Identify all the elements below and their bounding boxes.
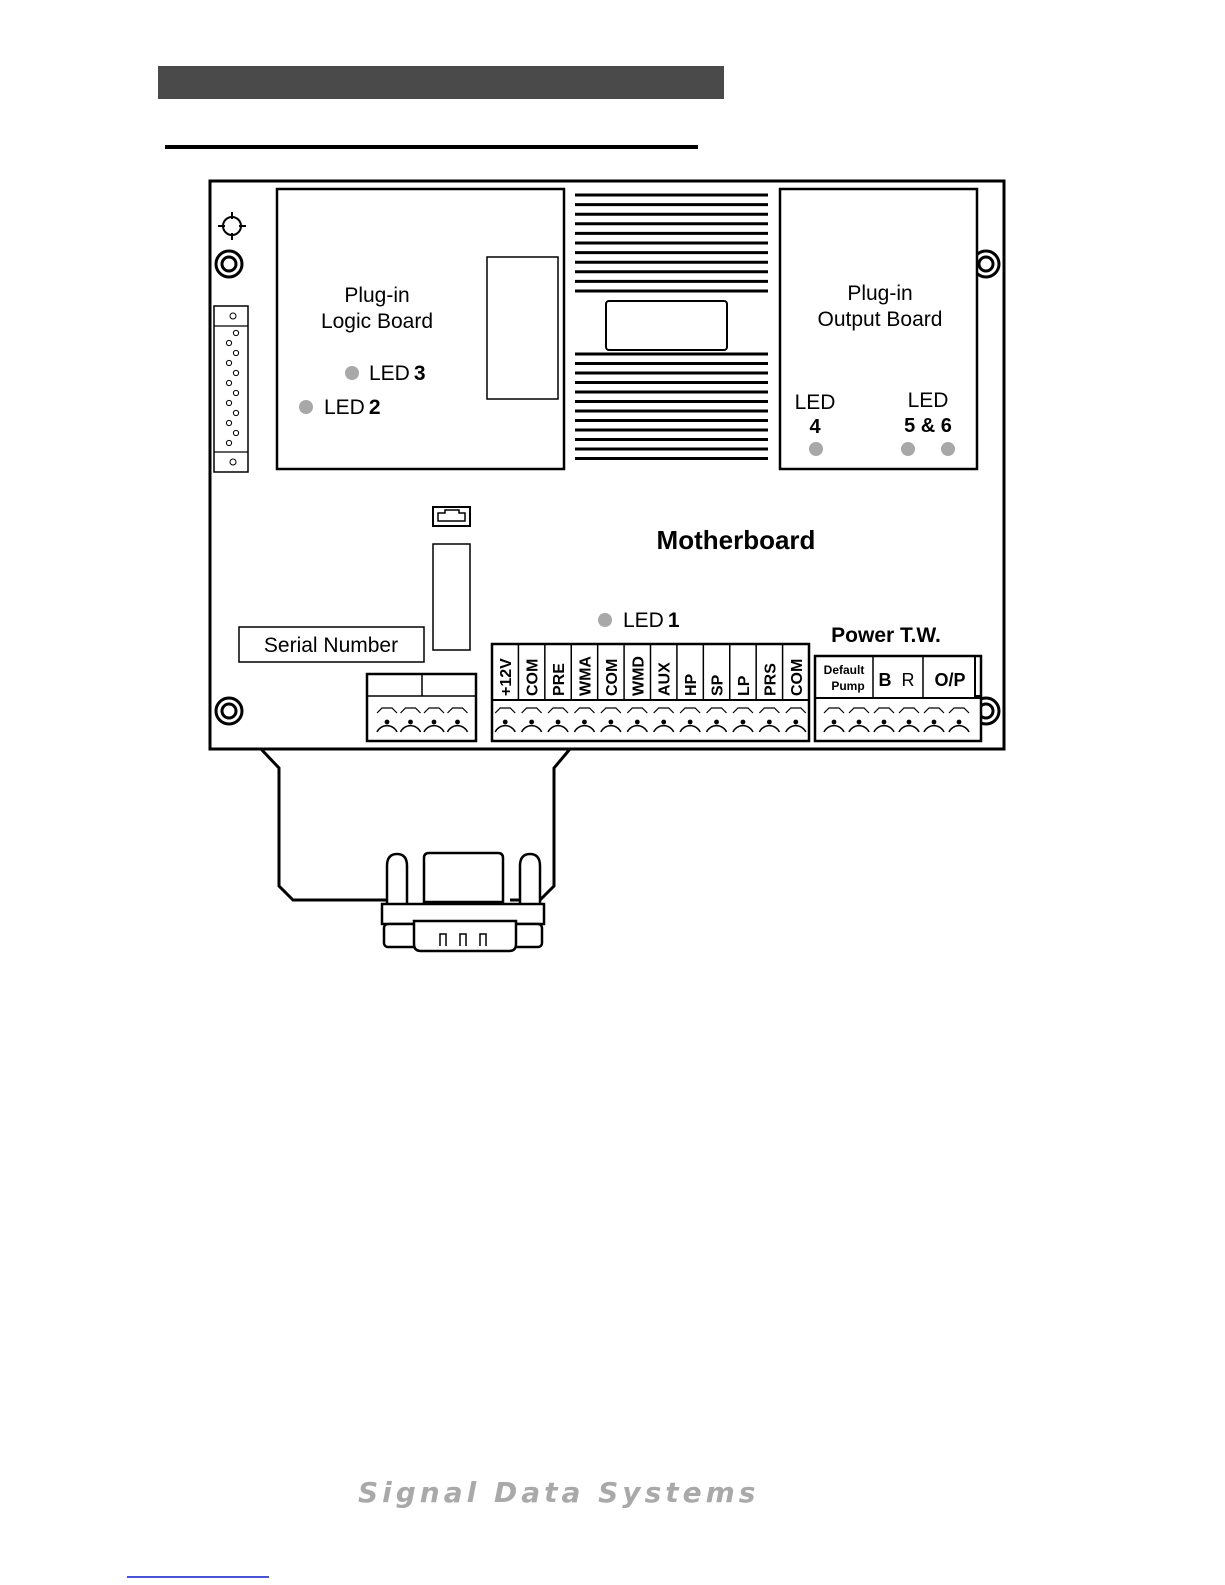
- terminal-pin: [608, 720, 613, 725]
- terminal-label-12v: +12V: [498, 658, 515, 696]
- output-board-label-line1: Plug-in: [847, 282, 912, 305]
- terminal-label-aux: AUX: [657, 662, 674, 696]
- terminal-pin: [741, 720, 746, 725]
- logic-board-label-line2: Logic Board: [321, 310, 433, 333]
- terminal-label-com: COM: [789, 659, 806, 696]
- terminal-pin: [688, 720, 693, 725]
- output-board-label-line2: Output Board: [818, 308, 943, 331]
- serial-cable: [261, 749, 387, 900]
- terminal-label-sp: SP: [710, 674, 727, 696]
- led-3-indicator: [345, 366, 359, 380]
- led-4-number: 4: [809, 416, 821, 438]
- power-terminal-pin: [832, 720, 837, 725]
- power-terminal-pin: [932, 720, 937, 725]
- power-op-label: O/P: [934, 670, 965, 690]
- terminal-pin: [635, 720, 640, 725]
- power-terminal-pin: [882, 720, 887, 725]
- terminal-label-com: COM: [604, 659, 621, 696]
- terminal-label-pre: PRE: [551, 663, 568, 696]
- power-terminal-pin: [907, 720, 912, 725]
- power-b-label: B: [879, 670, 892, 690]
- power-default-label-line1: Default: [824, 663, 865, 677]
- power-tw-label: Power T.W.: [831, 624, 941, 647]
- power-terminal-block: Default Pump B R O/P: [815, 656, 981, 741]
- led-2-indicator: [299, 400, 313, 414]
- terminal-pin: [582, 720, 587, 725]
- mounting-hole-icon: [216, 698, 242, 724]
- terminal-label-wmd: WMD: [630, 656, 647, 696]
- terminal-label-wma: WMA: [577, 656, 594, 696]
- terminal-pin: [556, 720, 561, 725]
- mounting-hole-icon: [216, 251, 242, 277]
- serial-number-label: Serial Number: [264, 634, 398, 657]
- terminal-pin: [432, 720, 437, 725]
- power-terminal-pin: [857, 720, 862, 725]
- logic-board-chip: [487, 257, 558, 399]
- led-1-indicator: [598, 613, 612, 627]
- footer-link-underline[interactable]: [127, 1576, 269, 1578]
- footer-brand: Signal Data Systems: [358, 1476, 858, 1509]
- power-terminal-pin: [957, 720, 962, 725]
- logic-board-label-line1: Plug-in: [344, 284, 409, 307]
- heatsink-center-component: [606, 301, 727, 350]
- terminal-label-com: COM: [525, 659, 542, 696]
- led-5-indicator: [901, 442, 915, 456]
- led-4-label: LED: [795, 391, 836, 414]
- led-6-indicator: [941, 442, 955, 456]
- led-5-6-number: 5 & 6: [904, 415, 952, 437]
- four-pin-terminal-block: [367, 674, 476, 741]
- terminal-pin: [408, 720, 413, 725]
- side-pin-header: [214, 306, 248, 472]
- terminal-pin: [793, 720, 798, 725]
- terminal-pin: [529, 720, 534, 725]
- terminal-pin: [503, 720, 508, 725]
- terminal-pin: [455, 720, 460, 725]
- power-r-label: R: [902, 670, 915, 690]
- vertical-component: [433, 544, 470, 650]
- led-1-label: LED1: [623, 609, 680, 632]
- led-5-6-label: LED: [908, 389, 949, 412]
- db-connector-icon: [382, 853, 544, 951]
- signal-terminal-block: +12V COM PRE WMA COM WMD AUX HP SP LP PRS COM: [492, 644, 809, 741]
- terminal-label-prs: PRS: [762, 663, 779, 696]
- motherboard-label: Motherboard: [657, 525, 816, 555]
- terminal-pin: [767, 720, 772, 725]
- terminal-pin: [385, 720, 390, 725]
- terminal-label-hp: HP: [683, 673, 700, 696]
- terminal-label-lp: LP: [736, 675, 753, 696]
- terminal-pin: [661, 720, 666, 725]
- led-4-indicator: [809, 442, 823, 456]
- terminal-pin: [714, 720, 719, 725]
- power-default-label-line2: Pump: [831, 679, 864, 693]
